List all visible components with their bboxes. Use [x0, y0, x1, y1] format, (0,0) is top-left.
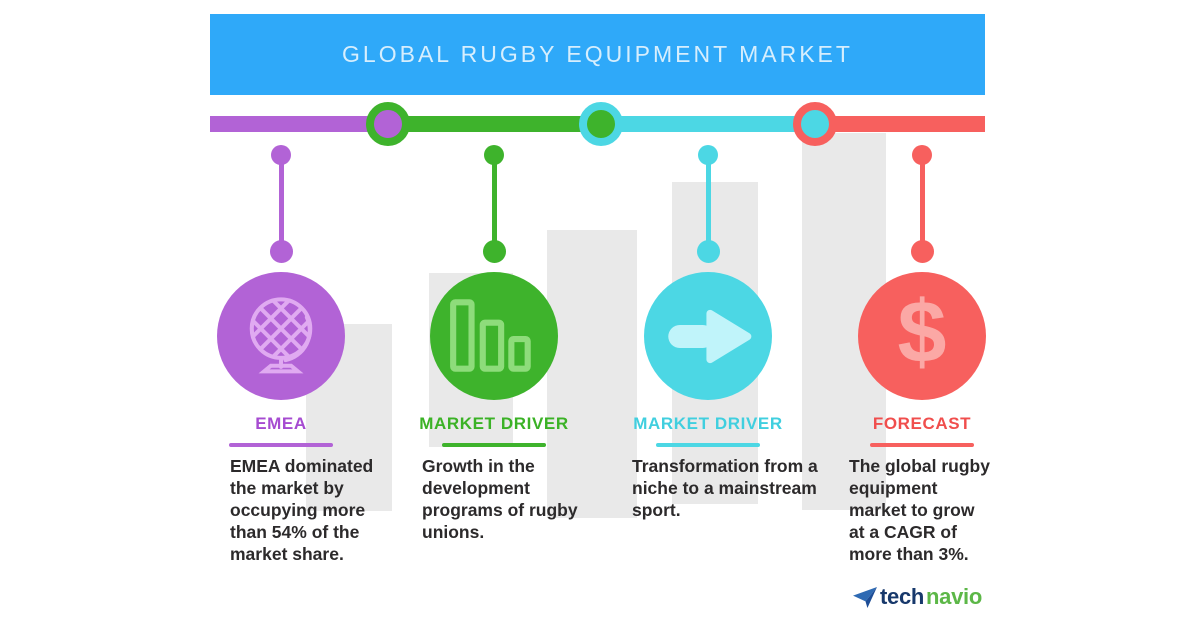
- technavio-logo-icon: [853, 586, 877, 608]
- dollar-icon: $: [897, 282, 947, 381]
- connector-dot-bottom: [910, 240, 934, 263]
- globe-icon: [249, 296, 313, 373]
- connector-stem: [705, 153, 711, 249]
- header-band: GLOBAL RUGBY EQUIPMENT MARKET: [210, 14, 985, 95]
- connector-stem: [278, 153, 284, 249]
- icon-circle-emea: [217, 272, 345, 400]
- connector-dot-bottom: [269, 240, 293, 263]
- heading-underline: [229, 443, 333, 447]
- timeline-node-1: [366, 102, 410, 146]
- timeline-segment-forecast: [815, 116, 985, 132]
- section-heading: MARKET DRIVER: [419, 414, 569, 433]
- connector-dot-bottom: [696, 240, 720, 263]
- logo-text-navio: navio: [926, 584, 983, 609]
- icon-circle-forecast: $: [858, 272, 986, 400]
- timeline-segment-market-driver-2: [601, 116, 815, 132]
- decor-bar-3: [547, 230, 637, 518]
- arrow-right-icon: [668, 309, 752, 363]
- connector-stem: [919, 153, 925, 249]
- icon-circle-market-driver-2: [644, 272, 772, 400]
- section-description: EMEA dominated the market by occupying m…: [230, 456, 374, 564]
- icon-circle-market-driver-1: [430, 272, 558, 400]
- section-heading: MARKET DRIVER: [633, 414, 783, 433]
- timeline-node-3: [793, 102, 837, 146]
- section-description: Transformation from a niche to a mainstr…: [632, 456, 818, 520]
- timeline-node-2: [579, 102, 623, 146]
- bar-chart-icon: [450, 299, 531, 372]
- page-title: GLOBAL RUGBY EQUIPMENT MARKET: [342, 41, 853, 67]
- section-heading: EMEA: [255, 414, 307, 433]
- section-description: The global rugby equipment market to gro…: [849, 456, 990, 564]
- section-heading: FORECAST: [872, 414, 972, 433]
- section-description: Growth in the development programs of ru…: [422, 456, 578, 542]
- heading-underline: [656, 443, 760, 447]
- heading-underline: [870, 443, 974, 447]
- connector-stem: [491, 153, 497, 249]
- connector-dot-bottom: [482, 240, 506, 263]
- timeline-segment-market-driver-1: [388, 116, 601, 132]
- timeline-segment-emea: [210, 116, 388, 132]
- heading-underline: [442, 443, 546, 447]
- logo-text-tech: tech: [880, 584, 925, 609]
